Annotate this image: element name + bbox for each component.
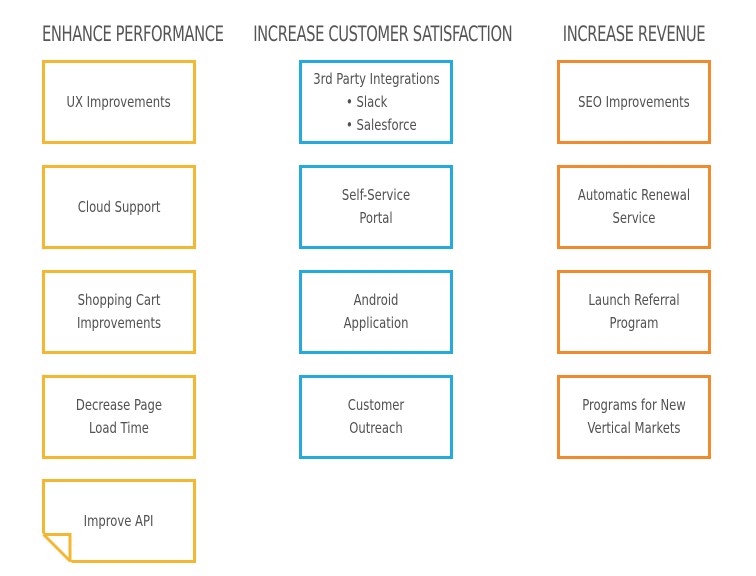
card-label: Decrease Page Load Time — [75, 396, 163, 437]
column-title-enhance-performance: ENHANCE PERFORMANCE — [42, 22, 224, 46]
card-self-service-portal: Self-Service Portal — [299, 165, 453, 249]
list-item-salesforce: Salesforce — [345, 114, 439, 137]
list-item-slack: Slack — [345, 91, 439, 114]
card-label: UX Improvements — [66, 92, 172, 111]
card-label: Shopping Cart Improvements — [76, 291, 162, 332]
card-shopping-cart-improvements: Shopping Cart Improvements — [42, 270, 196, 354]
folded-corner-icon — [42, 533, 72, 563]
card-label: Improve API — [84, 511, 154, 530]
card-automatic-renewal-service: Automatic Renewal Service — [557, 165, 711, 249]
card-programs-for-new-vertical-markets: Programs for New Vertical Markets — [557, 375, 711, 459]
column-title-increase-customer-satisfaction: INCREASE CUSTOMER SATISFACTION — [253, 22, 513, 46]
card-label: Self-Service Portal — [341, 186, 411, 227]
card-customer-outreach: Customer Outreach — [299, 375, 453, 459]
card-improve-api: Improve API — [42, 479, 196, 563]
card-label: Customer Outreach — [347, 396, 405, 437]
card-ux-improvements: UX Improvements — [42, 60, 196, 144]
card-decrease-page-load-time: Decrease Page Load Time — [42, 375, 196, 459]
integration-list: Slack Salesforce — [345, 91, 439, 137]
card-seo-improvements: SEO Improvements — [557, 60, 711, 144]
card-label: Launch Referral Program — [588, 291, 680, 332]
card-label: Automatic Renewal Service — [577, 186, 691, 227]
card-label: SEO Improvements — [578, 92, 690, 111]
column-title-increase-revenue: INCREASE REVENUE — [562, 22, 706, 46]
card-launch-referral-program: Launch Referral Program — [557, 270, 711, 354]
card-label: 3rd Party Integrations — [312, 69, 440, 88]
card-3rd-party-integrations: 3rd Party Integrations Slack Salesforce — [299, 60, 453, 144]
card-cloud-support: Cloud Support — [42, 165, 196, 249]
card-label: Cloud Support — [77, 197, 161, 216]
card-android-application: Android Application — [299, 270, 453, 354]
card-label: Programs for New Vertical Markets — [582, 396, 686, 437]
card-label: Android Application — [343, 291, 409, 332]
